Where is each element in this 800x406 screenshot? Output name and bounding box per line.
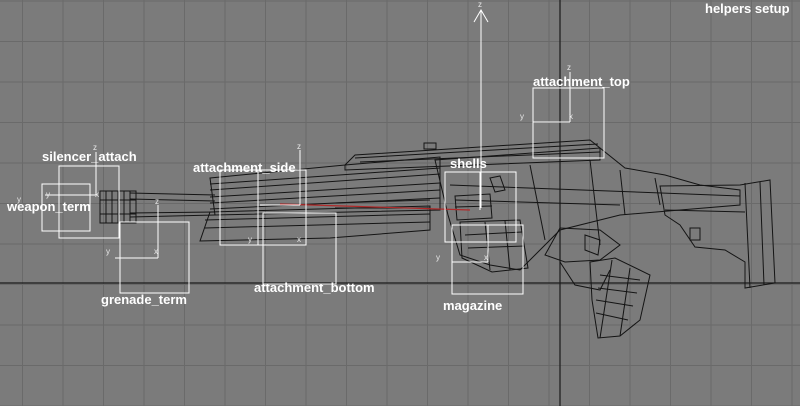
top-z-axis-letter: z (567, 63, 571, 72)
side-z-axis-letter: z (297, 142, 301, 151)
world-z-arrowhead (473, 9, 489, 23)
weapon-term-y-axis-letter: y (17, 195, 21, 204)
silencer-z-axis-letter: z (93, 143, 97, 152)
side-x-axis-letter: x (297, 235, 301, 244)
magazine-x-axis-letter: x (484, 253, 488, 262)
bore-axis-line (279, 203, 471, 211)
helper-label-magazine[interactable]: magazine (443, 298, 503, 313)
helper-label-silencer-attach[interactable]: silencer_attach (42, 149, 137, 164)
viewport-title: helpers setup (705, 1, 790, 16)
magazine-y-axis-letter: y (436, 253, 440, 262)
silencer-y-axis-letter: y (46, 190, 50, 199)
helper-gizmos[interactable] (41, 72, 605, 295)
side-y-axis-letter: y (248, 235, 252, 244)
world-z-axis-letter: z (478, 0, 482, 9)
helper-label-grenade-term[interactable]: grenade_term (101, 292, 187, 307)
helper-label-attachment-side[interactable]: attachment_side (193, 160, 296, 175)
grenade-z-axis-letter: z (155, 197, 159, 206)
helper-label-shells[interactable]: shells (450, 156, 487, 171)
grenade-x-axis-letter: x (154, 247, 158, 256)
top-y-axis-letter: y (520, 112, 524, 121)
silencer-x-axis-letter: x (95, 190, 99, 199)
helper-label-attachment-top[interactable]: attachment_top (533, 74, 630, 89)
helper-label-attachment-bottom[interactable]: attachment_bottom (254, 280, 375, 295)
grenade-y-axis-letter: y (106, 247, 110, 256)
helper-label-weapon-term[interactable]: weapon_term (7, 199, 91, 214)
top-x-axis-letter: x (569, 112, 573, 121)
